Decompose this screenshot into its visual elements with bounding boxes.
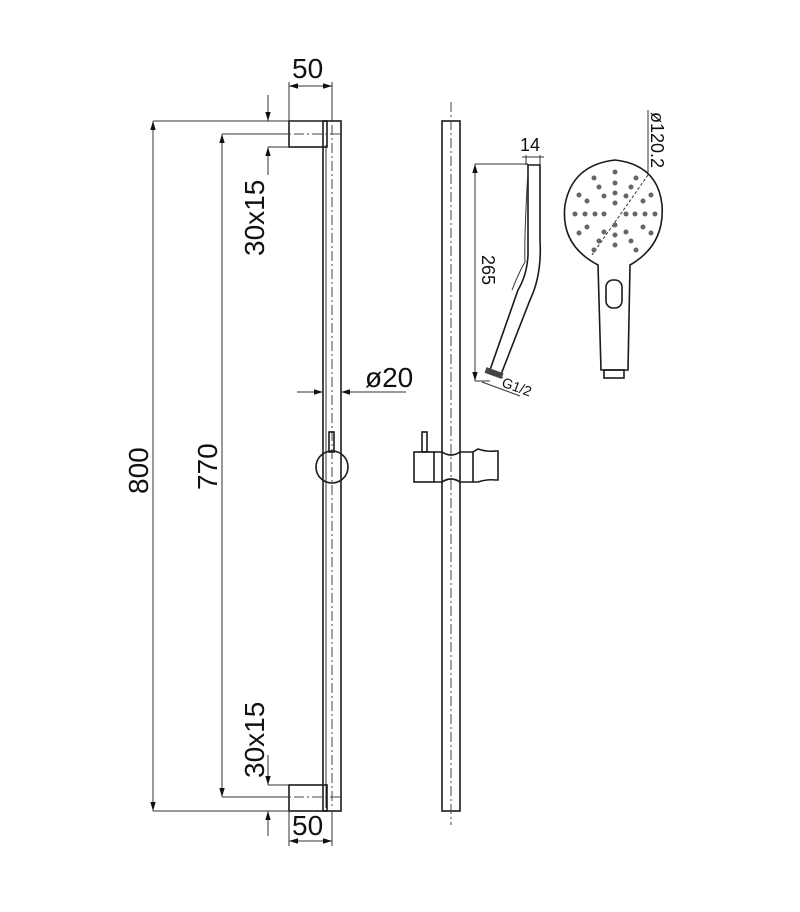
holder-body [434,451,474,483]
holder-grip [472,448,499,483]
handset-side-view [472,155,544,397]
spray-nozzles [572,169,658,253]
side-rail-view [413,102,499,825]
dim-rail-diameter: ø20 [365,362,414,393]
holder-clamp [413,451,435,483]
front-thread [603,369,625,379]
dim-handset-depth: 14 [520,135,541,155]
dim-overall-length: 800 [123,447,154,494]
dim-bracket-size-top: 30x15 [239,179,270,256]
dim-bracket-width-bottom: 50 [292,810,324,841]
handset-front-view [563,110,663,379]
bottom-bracket [288,784,328,812]
slider-knob [315,450,349,484]
holder-pin [421,431,428,453]
dim-head-diameter: ø120.2 [647,112,667,169]
thread-connector [484,367,504,379]
dim-centre-distance: 770 [192,443,223,490]
dim-bracket-size-bottom: 30x15 [239,701,270,778]
dim-bracket-width-top: 50 [292,53,324,84]
slider-pin [328,431,335,453]
mode-button [605,279,623,309]
handset-body [563,159,663,371]
dim-handset-length: 265 [478,255,498,286]
